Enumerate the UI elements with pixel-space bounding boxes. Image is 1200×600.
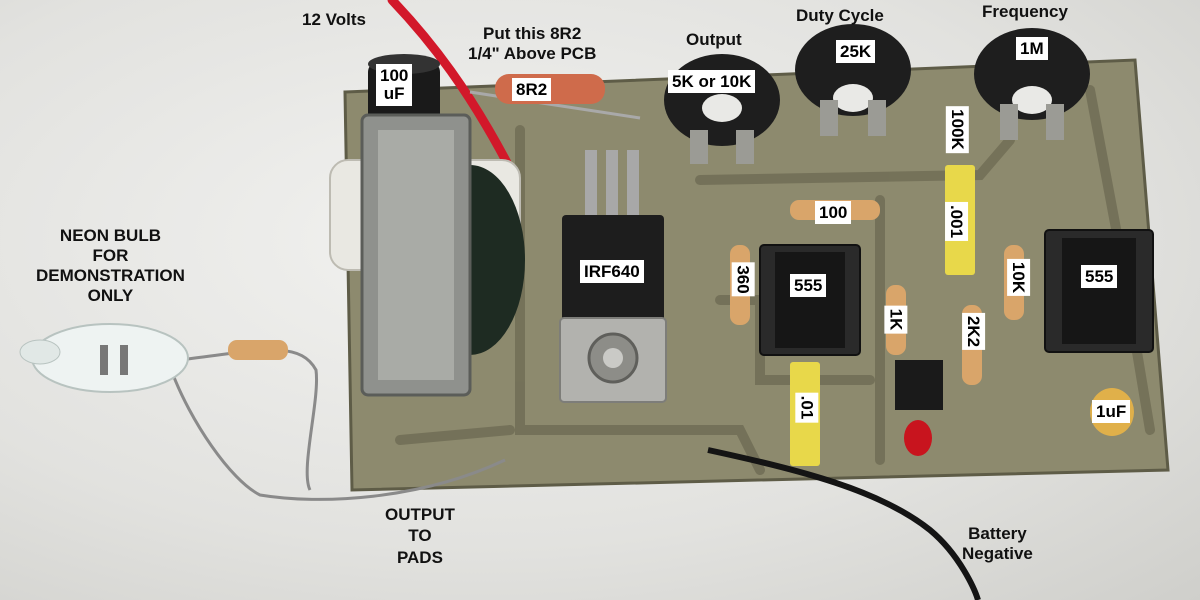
- neon-bulb: [19, 323, 506, 501]
- battery-line2: Negative: [962, 544, 1033, 564]
- pot-duty-body: [795, 24, 911, 136]
- neon-note-line1: NEON BULB: [59, 226, 161, 245]
- resistor-360-tag: 360: [731, 262, 755, 297]
- resistor-8r2-tag: 8R2: [512, 78, 552, 101]
- resistor-10k-tag: 10K: [1007, 258, 1031, 297]
- duty-cycle-label: Duty Cycle: [796, 6, 884, 25]
- cap-1uf-tag: 1uF: [1092, 400, 1131, 423]
- neon-note-line3: DEMONSTRATION: [36, 266, 185, 286]
- output-to-pads-label: OUTPUT TO PADS: [385, 504, 455, 568]
- neon-note-line4: ONLY: [87, 286, 134, 306]
- battery-line1: Battery: [968, 524, 1027, 543]
- neon-note-line2: FOR: [92, 246, 129, 266]
- capacitor-100uf-tag: 100 uF: [376, 64, 413, 106]
- cap-01-tag: .01: [795, 392, 819, 423]
- frequency-label: Frequency: [982, 2, 1068, 21]
- output-pads-line1: OUTPUT: [385, 505, 455, 524]
- neon-bulb-note: NEON BULB FOR DEMONSTRATION ONLY: [36, 226, 185, 306]
- resistor-placement-note: Put this 8R2 1/4" Above PCB: [468, 24, 596, 64]
- resistor-note-line2: 1/4" Above PCB: [468, 44, 597, 64]
- transformer: [329, 113, 525, 397]
- pot-duty-tag: 25K: [836, 40, 876, 63]
- cap-001-tag: .001: [945, 201, 969, 242]
- output-pads-line3: PADS: [396, 547, 443, 567]
- capacitor-100uf-line2: uF: [383, 83, 405, 103]
- resistor-2k2-tag: 2K2: [962, 312, 986, 351]
- ic-555-left-body: [759, 244, 861, 356]
- supply-voltage-label: 12 Volts: [302, 10, 366, 29]
- mosfet-body: [559, 150, 667, 403]
- resistor-1k-tag: 1K: [884, 305, 908, 334]
- pot-frequency-body: [974, 28, 1090, 140]
- pot-output-tag: 5K or 10K: [668, 70, 756, 93]
- resistor-100-tag: 100: [815, 201, 852, 224]
- resistor-100k-tag: 100K: [945, 106, 969, 153]
- ic-555-left-tag: 555: [790, 274, 827, 297]
- ic-555-right-body: [1044, 229, 1154, 353]
- pot-frequency-tag: 1M: [1016, 37, 1048, 60]
- resistor-note-line1: Put this 8R2: [483, 24, 582, 43]
- battery-negative-label: Battery Negative: [962, 524, 1033, 564]
- mosfet-tag: IRF640: [580, 260, 644, 283]
- output-pads-line2: TO: [408, 526, 432, 546]
- capacitor-100uf-line1: 100: [380, 66, 409, 85]
- led-body: [895, 360, 943, 456]
- red-wire: [387, 0, 520, 183]
- black-wire: [707, 447, 981, 600]
- ic-555-right-tag: 555: [1081, 265, 1118, 288]
- output-pot-label: Output: [686, 30, 742, 49]
